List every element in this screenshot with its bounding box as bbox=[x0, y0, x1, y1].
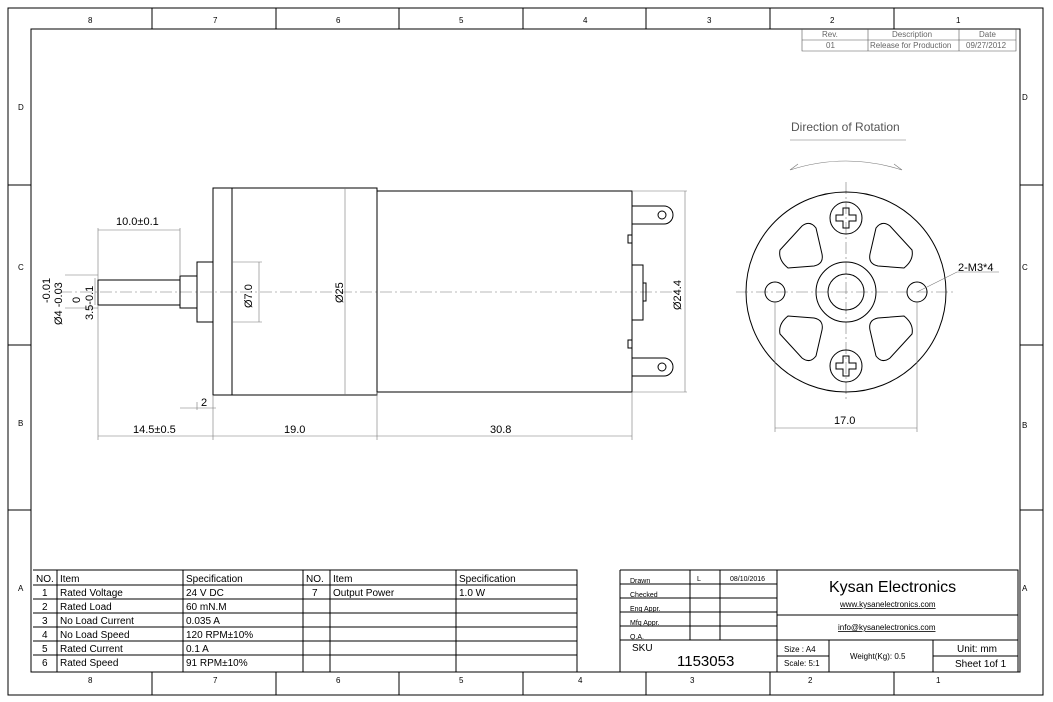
spec-cell: 7 bbox=[312, 588, 318, 599]
spec-cell: 120 RPM±10% bbox=[186, 630, 253, 641]
approval-label: Mfg Appr. bbox=[630, 620, 660, 627]
end-view: Direction of Rotation 2-M3*4 17.0 bbox=[736, 120, 999, 432]
zone-col: 2 bbox=[830, 16, 835, 25]
weight-value: Weight(Kg): 0.5 bbox=[850, 652, 906, 661]
spec-cell: 2 bbox=[42, 602, 48, 613]
zone-col: 6 bbox=[336, 676, 341, 685]
spec-cell: 1.0 W bbox=[459, 588, 486, 599]
approval-label: Eng Appr. bbox=[630, 606, 660, 613]
spec-cell: 5 bbox=[42, 644, 48, 655]
zone-col: 5 bbox=[459, 676, 464, 685]
zone-col: 4 bbox=[578, 676, 583, 685]
approval-label: Checked bbox=[630, 592, 658, 599]
zone-col: 1 bbox=[956, 16, 961, 25]
spec-cell: 3 bbox=[42, 616, 48, 627]
dim-flat-zero: 0 bbox=[71, 297, 83, 303]
sku-value: 1153053 bbox=[677, 653, 734, 670]
dim-holes: 2-M3*4 bbox=[958, 262, 993, 274]
spec-cell: 0.035 A bbox=[186, 616, 220, 627]
dim-hole-pitch: 17.0 bbox=[834, 415, 855, 427]
dim-body-diameter: Ø25 bbox=[334, 282, 346, 303]
dim-hub-diameter: Ø7.0 bbox=[243, 284, 255, 308]
dim-length-3: 30.8 bbox=[490, 424, 511, 436]
item-header: Item bbox=[60, 574, 79, 585]
revision-table: Rev. Description Date 01 Release for Pro… bbox=[801, 29, 1017, 52]
zone-row: C bbox=[18, 263, 24, 272]
sku-label: SKU bbox=[632, 643, 653, 654]
zone-col: 1 bbox=[936, 676, 941, 685]
description-header: Description bbox=[892, 30, 932, 39]
spec-cell: Rated Speed bbox=[60, 658, 118, 669]
spec-cell: No Load Current bbox=[60, 616, 134, 627]
zone-row: D bbox=[1022, 93, 1028, 102]
zone-col: 6 bbox=[336, 16, 341, 25]
unit-value: Unit: mm bbox=[957, 644, 997, 655]
approval-label: Q.A. bbox=[630, 634, 644, 641]
zone-col: 4 bbox=[583, 16, 588, 25]
approval-date: 08/10/2016 bbox=[730, 576, 765, 583]
zone-markers: 8 7 6 5 4 3 2 1 8 7 6 5 4 3 2 1 D C B A … bbox=[8, 8, 1043, 695]
rotation-label: Direction of Rotation bbox=[791, 120, 900, 134]
date-header: Date bbox=[979, 30, 996, 39]
spec-cell: 91 RPM±10% bbox=[186, 658, 248, 669]
spec-cell: Rated Load bbox=[60, 602, 112, 613]
zone-col: 2 bbox=[808, 676, 813, 685]
zone-row: A bbox=[1022, 584, 1028, 593]
approval-initials: L bbox=[697, 576, 701, 583]
outer-frame bbox=[7, 7, 1044, 696]
rev-value: 01 bbox=[826, 41, 835, 50]
item-header: Item bbox=[333, 574, 352, 585]
zone-col: 3 bbox=[707, 16, 712, 25]
no-header: NO. bbox=[36, 574, 54, 585]
no-header: NO. bbox=[306, 574, 324, 585]
zone-col: 7 bbox=[213, 676, 218, 685]
inner-border bbox=[30, 28, 1021, 673]
description-value: Release for Production bbox=[870, 41, 951, 50]
spec-cell: 24 V DC bbox=[186, 588, 224, 599]
size-value: Size : A4 bbox=[784, 645, 816, 654]
dim-length-2: 19.0 bbox=[284, 424, 305, 436]
scale-value: Scale: 5:1 bbox=[784, 659, 820, 668]
spec-header: Specification bbox=[459, 574, 516, 585]
zone-col: 5 bbox=[459, 16, 464, 25]
spec-cell: 1 bbox=[42, 588, 48, 599]
spec-header: Specification bbox=[186, 574, 243, 585]
spec-cell: Output Power bbox=[333, 588, 395, 599]
spec-cell: 4 bbox=[42, 630, 48, 641]
dim-gap: 2 bbox=[201, 397, 207, 409]
zone-row: D bbox=[18, 103, 24, 112]
sheet-value: Sheet 1of 1 bbox=[955, 659, 1007, 670]
zone-row: B bbox=[1022, 421, 1027, 430]
spec-cell: No Load Speed bbox=[60, 630, 130, 641]
zone-row: A bbox=[18, 584, 24, 593]
spec-cell: Rated Voltage bbox=[60, 588, 123, 599]
dim-shaft-length: 10.0±0.1 bbox=[116, 216, 159, 228]
rev-header: Rev. bbox=[822, 30, 838, 39]
dim-tol-upper: -0.01 bbox=[41, 278, 53, 303]
zone-col: 3 bbox=[690, 676, 695, 685]
zone-col: 7 bbox=[213, 16, 218, 25]
spec-cell: Rated Current bbox=[60, 644, 123, 655]
spec-cell: 60 mN.M bbox=[186, 602, 227, 613]
zone-col: 8 bbox=[88, 676, 93, 685]
zone-row: C bbox=[1022, 263, 1028, 272]
website-link[interactable]: www.kysanelectronics.com bbox=[839, 600, 936, 609]
zone-col: 8 bbox=[88, 16, 93, 25]
dim-flat: 3.5-0.1 bbox=[84, 286, 96, 320]
dim-motor-diameter: Ø24.4 bbox=[672, 280, 684, 310]
approval-label: Drawn bbox=[630, 578, 650, 585]
zone-row: B bbox=[18, 419, 23, 428]
side-view: 10.0±0.1 -0.01 Ø4 -0.03 0 3.5-0.1 Ø7.0 Ø… bbox=[41, 187, 687, 440]
dim-tol-lower: Ø4 -0.03 bbox=[53, 282, 65, 325]
email-link[interactable]: info@kysanelectronics.com bbox=[838, 623, 936, 632]
company-name: Kysan Electronics bbox=[829, 579, 956, 596]
date-value: 09/27/2012 bbox=[966, 41, 1007, 50]
spec-cell: 0.1 A bbox=[186, 644, 209, 655]
dim-length-1: 14.5±0.5 bbox=[133, 424, 176, 436]
spec-table: NO. Item Specification NO. Item Specification… bbox=[33, 569, 578, 672]
spec-cell: 6 bbox=[42, 658, 48, 669]
